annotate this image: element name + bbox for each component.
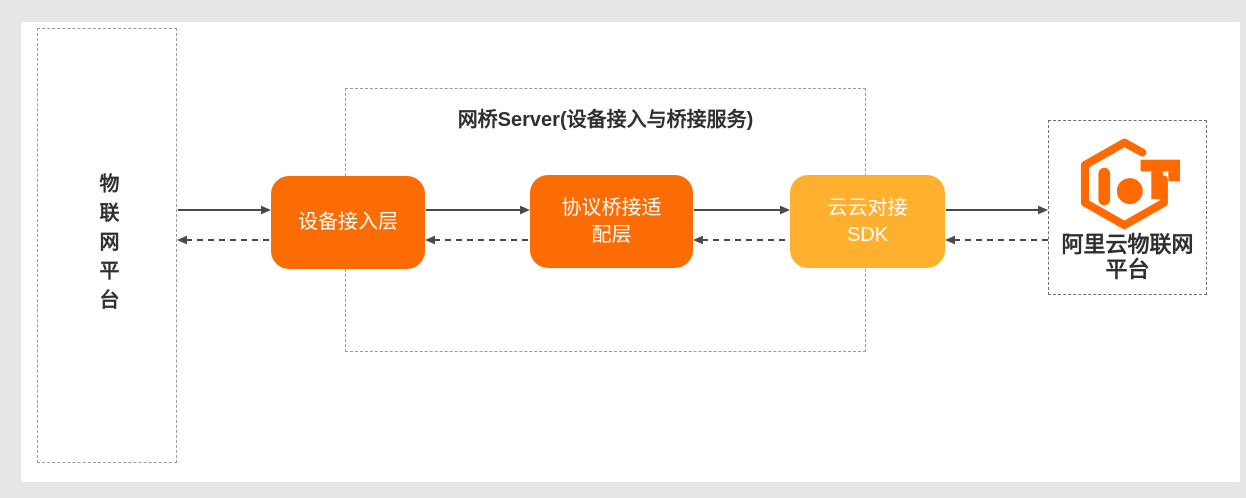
bridge-server-title: 网桥Server(设备接入与桥接服务) xyxy=(457,109,754,131)
device-access-layer-node: 设备接入层 xyxy=(271,176,425,269)
device-access-layer-label-line1: 设备接入层 xyxy=(298,211,398,233)
iot-platform-label: 物联网平台 xyxy=(96,173,118,318)
cloud-cloud-sdk-label-line1: 云云对接 xyxy=(827,196,908,219)
aliyun-label-line1: 阿里云物联网 xyxy=(1061,232,1194,257)
aliyun-iot-logo-icon xyxy=(1080,138,1180,230)
diagram-card: 物联网平台 网桥Server(设备接入与桥接服务) 设备接入层 协议桥接适 配层… xyxy=(21,22,1240,482)
logo-t-bar xyxy=(1140,159,1180,172)
logo-t-flange xyxy=(1167,171,1180,182)
protocol-bridge-adapter-label-line2: 配层 xyxy=(591,223,632,246)
arrow-back-1 xyxy=(177,235,271,245)
logo-o-dot xyxy=(1116,178,1143,205)
arrow-back-4 xyxy=(945,235,1048,245)
logo-i-bar xyxy=(1097,167,1110,206)
aliyun-label-line2: 平台 xyxy=(1105,257,1150,282)
iot-platform-node: 物联网平台 xyxy=(37,28,177,463)
logo-hexagon-outline xyxy=(1080,138,1168,230)
logo-t-stem xyxy=(1150,171,1163,200)
arrow-forward-1 xyxy=(178,205,271,215)
aliyun-iot-platform-node: 阿里云物联网 平台 xyxy=(1048,120,1207,295)
aliyun-iot-platform-label: 阿里云物联网 平台 xyxy=(1061,232,1193,282)
cloud-cloud-sdk-label-line2: SDK xyxy=(846,223,889,246)
protocol-bridge-adapter-label-line1: 协议桥接适 xyxy=(561,196,662,219)
arrow-forward-4 xyxy=(946,205,1048,215)
protocol-bridge-adapter-layer-node: 协议桥接适 配层 xyxy=(530,175,693,268)
cloud-cloud-sdk-node: 云云对接 SDK xyxy=(790,175,945,268)
